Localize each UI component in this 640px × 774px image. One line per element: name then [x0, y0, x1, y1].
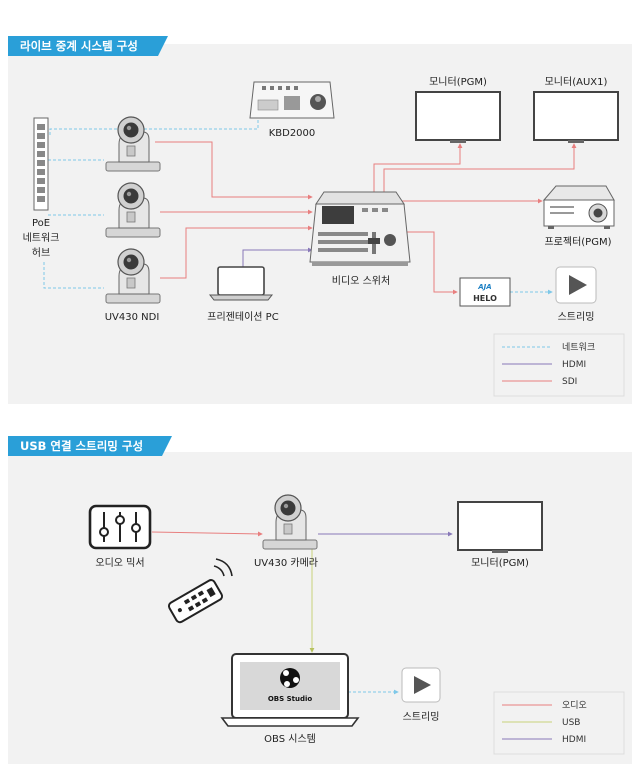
- monitor-usb-icon: [457, 501, 543, 553]
- monitor-pgm-label: 모니터(PGM): [429, 76, 487, 88]
- legend-audio-label: 오디오: [562, 700, 587, 711]
- section1-title: 라이브 중계 시스템 구성: [20, 39, 138, 53]
- monitor-aux-label: 모니터(AUX1): [545, 76, 608, 88]
- legend-sdi-label: SDI: [562, 377, 577, 387]
- camera-usb-label: UV430 카메라: [254, 557, 318, 569]
- legend-hdmi-label: HDMI: [562, 360, 586, 370]
- section2-title: USB 연결 스트리밍 구성: [20, 439, 143, 453]
- helo-label: HELO: [473, 294, 497, 303]
- presentation-pc-label: 프리젠테이션 PC: [207, 311, 278, 323]
- helo-encoder-icon: AJA HELO: [459, 277, 511, 307]
- laptop-icon: [208, 266, 274, 301]
- camera-group-label: UV430 NDI: [105, 312, 160, 323]
- aja-logo-text: AJA: [477, 283, 491, 291]
- obs-laptop-icon: OBS Studio: [220, 653, 360, 727]
- sdi-line-monitor-aux: [383, 143, 577, 192]
- projector-label: 프로젝터(PGM): [544, 236, 611, 248]
- switcher-label: 비디오 스위처: [332, 274, 390, 287]
- poe-hub-label-2: 네트워크: [23, 231, 60, 244]
- sdi-line-cam1: [155, 141, 313, 200]
- section2-banner: [8, 436, 172, 456]
- section-usb-streaming: USB 연결 스트리밍 구성 오디오 믹서 UV430 카메라: [8, 436, 632, 764]
- remote-signal-icon: [213, 558, 233, 577]
- monitor-pgm-icon: [415, 91, 501, 143]
- kbd-label: KBD2000: [269, 128, 316, 139]
- legend-usb-label: USB: [562, 718, 580, 728]
- section1-legend: 네트워크 HDMI SDI: [493, 333, 625, 397]
- poe-hub-icon: [33, 117, 49, 211]
- hdmi-line-pc: [242, 247, 313, 273]
- section1-banner: [8, 36, 168, 56]
- section2-legend: 오디오 USB HDMI: [493, 691, 625, 755]
- remote-control-icon: [167, 579, 224, 624]
- streaming-play-icon-1: [555, 266, 597, 304]
- sdi-line-monitor-pgm: [373, 143, 463, 192]
- poe-hub-label-1: PoE: [32, 218, 50, 229]
- section-live-broadcast: 라이브 중계 시스템 구성: [8, 36, 632, 404]
- streaming-label-1: 스트리밍: [558, 311, 595, 323]
- video-switcher-icon: [309, 191, 411, 266]
- monitor-usb-label: 모니터(PGM): [471, 557, 529, 569]
- legend-hdmi2-label: HDMI: [562, 735, 586, 745]
- obs-system-label: OBS 시스템: [264, 733, 316, 745]
- poe-hub-label-3: 허브: [32, 247, 50, 259]
- monitor-aux-icon: [533, 91, 619, 143]
- projector-icon: [542, 185, 615, 229]
- network-line-cam3: [43, 262, 104, 289]
- sdi-line-cam3: [160, 225, 313, 279]
- section2-connections: [151, 531, 453, 695]
- legend-network-label: 네트워크: [562, 342, 595, 353]
- audio-line-mixer-camera: [151, 531, 263, 537]
- streaming-label-2: 스트리밍: [403, 711, 440, 723]
- streaming-play-icon-2: [401, 667, 441, 703]
- audio-mixer-icon: [88, 504, 152, 550]
- obs-screen-text: OBS Studio: [268, 695, 313, 703]
- kbd-controller-icon: [249, 81, 335, 119]
- audio-mixer-label: 오디오 믹서: [95, 557, 144, 569]
- sdi-line-helo: [404, 231, 458, 295]
